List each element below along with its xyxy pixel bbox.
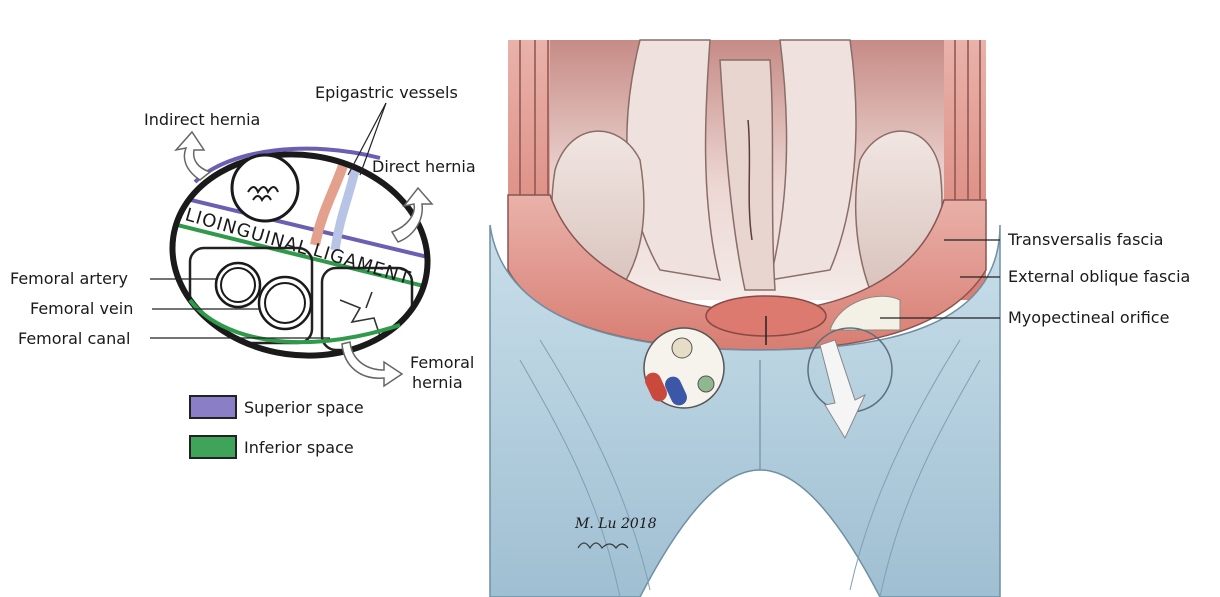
legend-label-inferior: Inferior space [244, 438, 354, 457]
label-direct-hernia: Direct hernia [372, 157, 476, 176]
legend: Superior space Inferior space [190, 396, 364, 458]
label-epigastric-vessels: Epigastric vessels [315, 83, 458, 102]
artist-signature: M. Lu 2018 [574, 516, 657, 532]
label-external-oblique-fascia: External oblique fascia [1008, 267, 1190, 286]
label-femoral-hernia-2: hernia [412, 373, 463, 392]
label-indirect-hernia: Indirect hernia [144, 110, 260, 129]
indirect-hernia-arrow [176, 132, 210, 180]
schematic: ILIOINGUINAL LIGAMENT Epigastric vessels… [10, 83, 476, 458]
femoral-hernia-arrow [342, 342, 402, 386]
label-transversalis-fascia: Transversalis fascia [1007, 230, 1163, 249]
femoral-vein-ring [259, 277, 311, 329]
legend-swatch-superior [190, 396, 236, 418]
label-femoral-canal: Femoral canal [18, 329, 130, 348]
label-femoral-vein: Femoral vein [30, 299, 133, 318]
femoral-artery-ring [216, 263, 260, 307]
label-femoral-hernia-1: Femoral [410, 353, 474, 372]
legend-swatch-inferior [190, 436, 236, 458]
label-myopectineal-orifice: Myopectineal orifice [1008, 308, 1169, 327]
label-femoral-artery: Femoral artery [10, 269, 128, 288]
legend-label-superior: Superior space [244, 398, 364, 417]
anatomy-illustration: Transversalis fascia External oblique fa… [490, 40, 1190, 597]
